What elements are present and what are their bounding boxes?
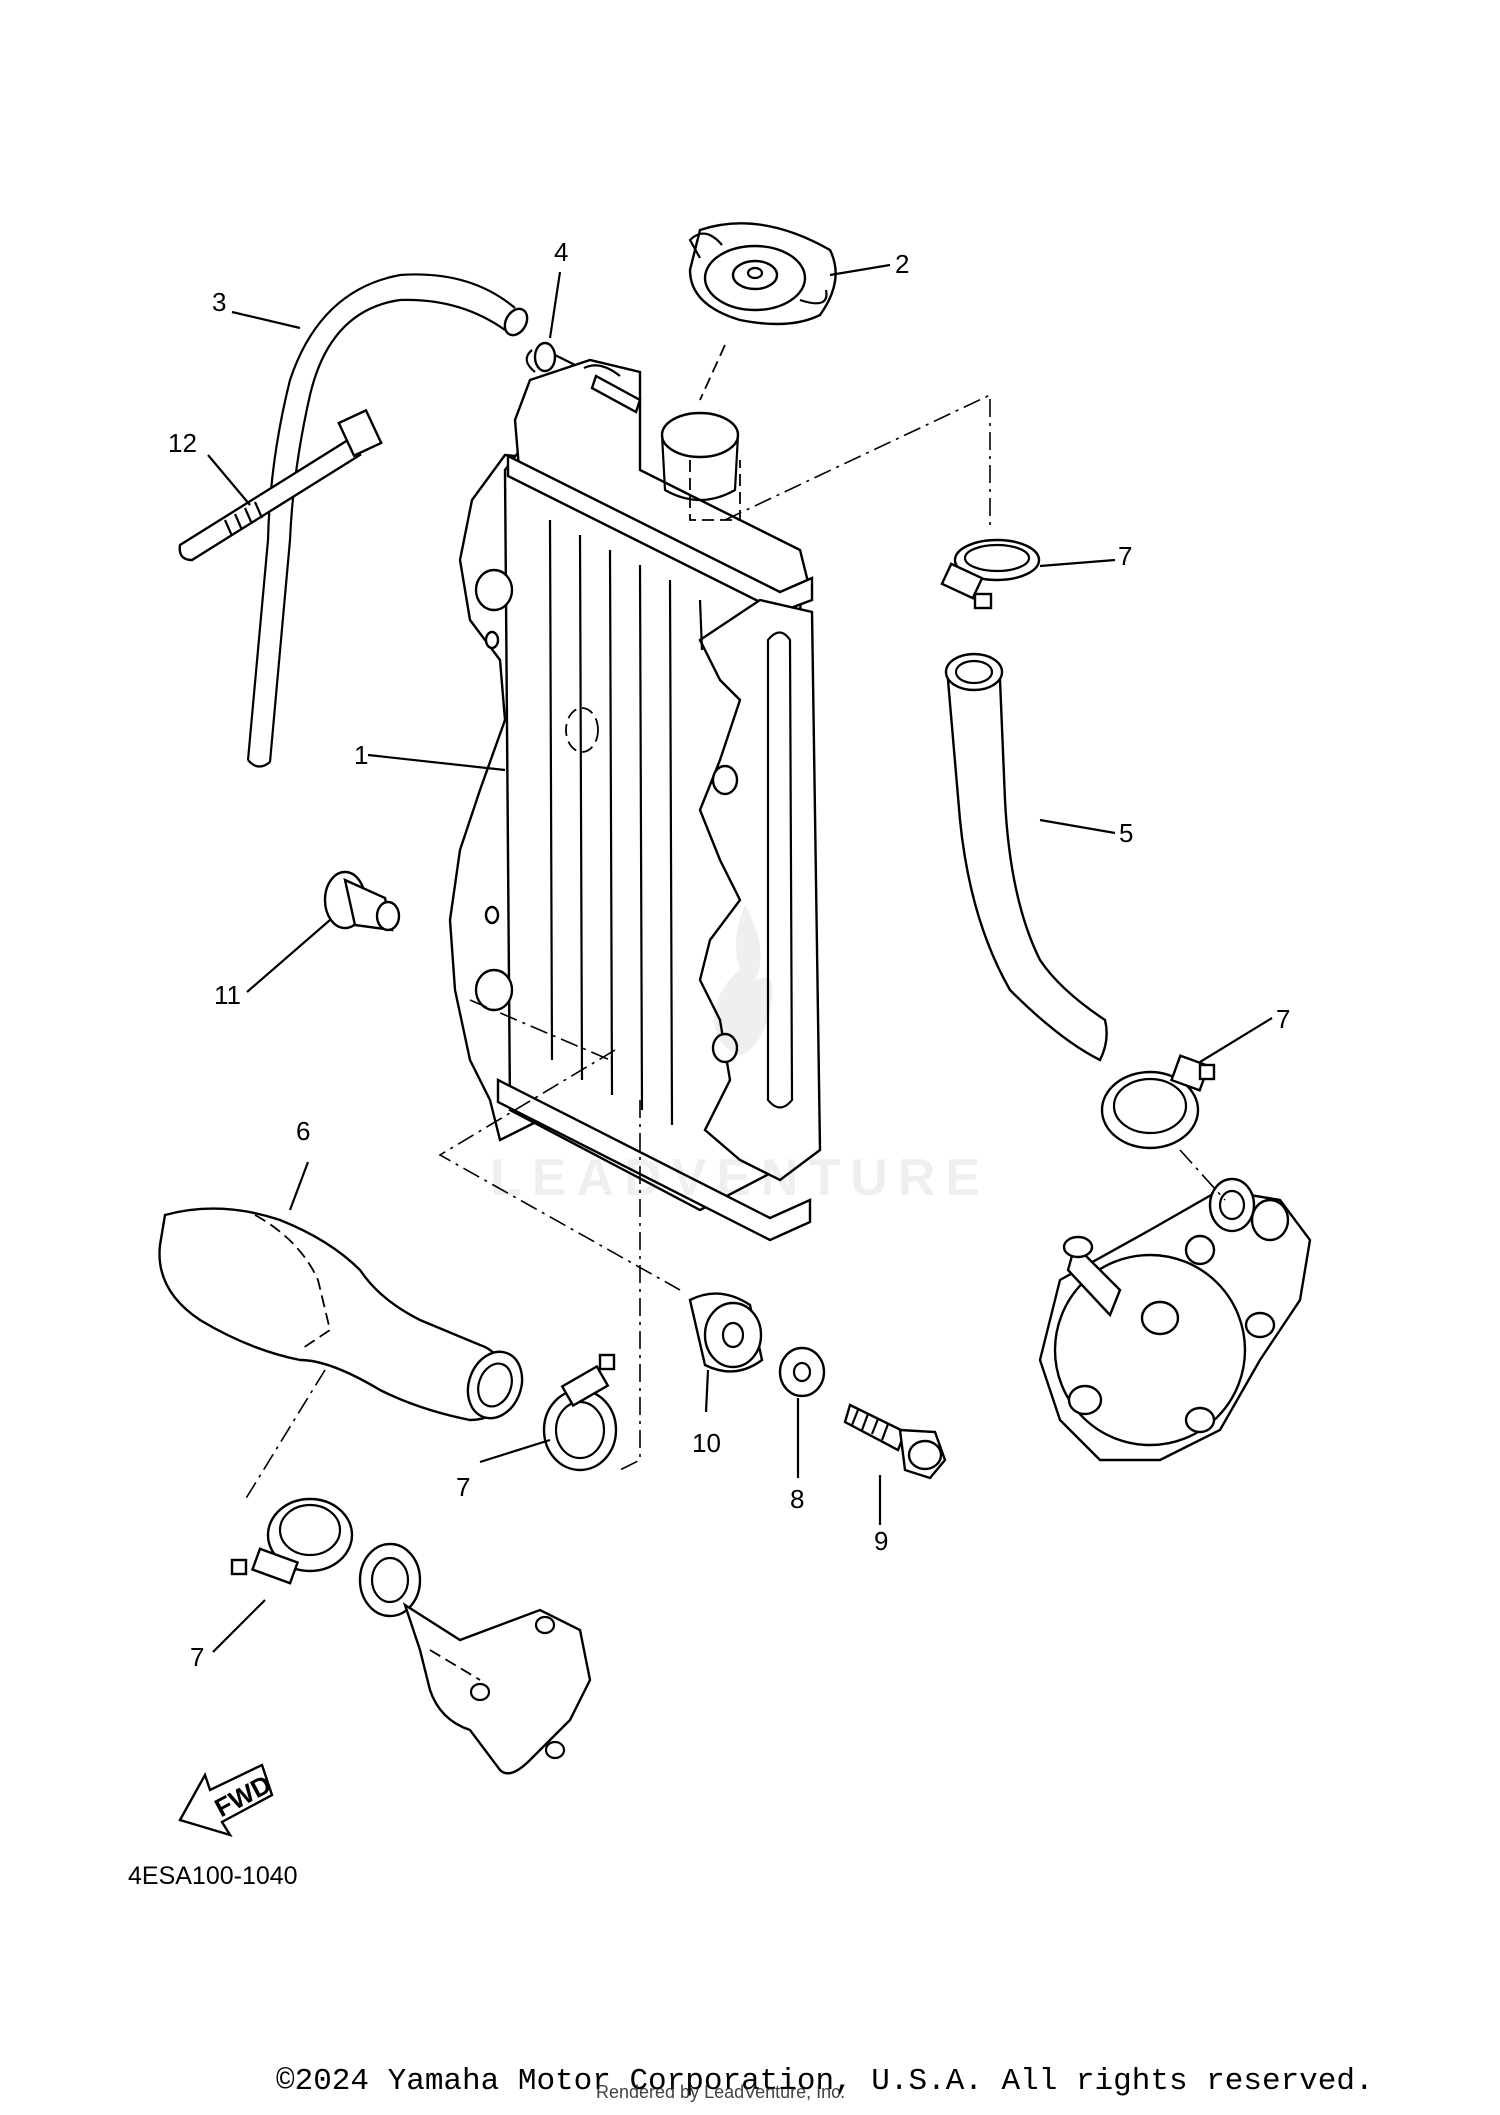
hose-clamp-center bbox=[542, 1353, 618, 1472]
callout-5: 5 bbox=[1119, 818, 1133, 848]
assembly-guide-lines bbox=[244, 393, 1226, 1501]
upper-hose bbox=[944, 652, 1108, 1062]
fwd-arrow-icon: FWD bbox=[178, 1763, 276, 1838]
callout-6: 6 bbox=[296, 1116, 310, 1146]
callout-7-top: 7 bbox=[1118, 541, 1132, 571]
watermark-flame-icon bbox=[714, 905, 773, 1055]
leader-lines bbox=[207, 263, 1273, 1653]
copyright-text: ©2024 Yamaha Motor Corporation, U.S.A. A… bbox=[276, 2064, 1374, 2099]
callout-3: 3 bbox=[212, 287, 226, 317]
callout-9: 9 bbox=[874, 1526, 888, 1556]
callout-7-center: 7 bbox=[456, 1472, 470, 1502]
drawing-code: 4ESA100-1040 bbox=[128, 1862, 298, 1890]
callout-7-bottom-left: 7 bbox=[190, 1642, 204, 1672]
cylinder-head bbox=[1038, 1177, 1312, 1462]
callout-4: 4 bbox=[554, 237, 568, 267]
collar-small bbox=[323, 870, 401, 932]
hose-clip bbox=[525, 341, 576, 373]
callout-2: 2 bbox=[895, 249, 909, 279]
callout-11: 11 bbox=[214, 980, 241, 1010]
radiator-cap bbox=[688, 222, 837, 401]
callout-7-mid-right: 7 bbox=[1276, 1004, 1290, 1034]
callout-1: 1 bbox=[354, 740, 368, 770]
rendered-by-text: Rendered by LeadVenture, Inc. bbox=[596, 2082, 846, 2102]
callout-labels: 1 2 3 4 5 6 7 7 7 7 8 9 10 11 12 bbox=[168, 237, 1290, 1672]
watermark-text: LEADVENTURE bbox=[490, 1149, 991, 1207]
hose-clamp-mid-right bbox=[1100, 1054, 1216, 1150]
cable-tie bbox=[178, 408, 383, 562]
water-pump-cover bbox=[358, 1542, 592, 1775]
radiator bbox=[448, 358, 822, 1242]
bolt bbox=[843, 1403, 947, 1480]
lower-hose bbox=[158, 1207, 524, 1422]
hose-clamp-bottom-left bbox=[230, 1497, 354, 1585]
grommet bbox=[688, 1292, 764, 1373]
callout-10: 10 bbox=[692, 1428, 721, 1458]
collar bbox=[778, 1346, 826, 1398]
callout-8: 8 bbox=[790, 1484, 804, 1514]
hose-clamp-top-right bbox=[940, 538, 1041, 610]
callout-12: 12 bbox=[168, 428, 197, 458]
